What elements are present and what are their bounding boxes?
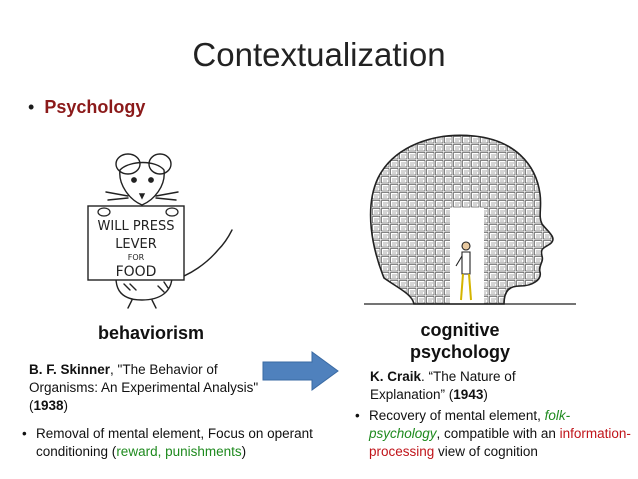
- sign-line-1: WILL PRESS: [98, 219, 175, 234]
- cognitive-bullet-text-2: , compatible with an: [436, 426, 560, 441]
- bullet-dot: •: [22, 426, 27, 441]
- craik-close: ): [483, 387, 488, 402]
- skinner-work: , "The Behavior of Organisms: An Experim…: [29, 362, 259, 413]
- cognitive-label-line-1: cognitive: [420, 320, 500, 340]
- behaviorism-bullet-end: ): [241, 444, 247, 459]
- slide-title: Contextualization: [192, 36, 446, 73]
- topic-label: Psychology: [44, 97, 146, 117]
- behaviorism-label: behaviorism: [97, 323, 205, 343]
- craik-year: 1943: [453, 387, 484, 402]
- cognitive-bullet-text-3: view of cognition: [434, 444, 538, 459]
- craik-author: K. Craik: [370, 369, 422, 384]
- cognitive-label-line-2: psychology: [409, 342, 511, 362]
- behaviorism-bullet: • Removal of mental element, Focus on ope…: [22, 425, 321, 461]
- cognitive-psychology-label: cognitive psychology: [385, 319, 535, 363]
- information-processing-highlight: information-processing: [369, 426, 631, 459]
- bullet-dot: •: [28, 97, 35, 117]
- craik-reference: K. Craik. “The Nature of Explanation” (1…: [370, 368, 580, 404]
- sign-line-4: FOOD: [116, 264, 157, 280]
- arrow-right-icon: [262, 351, 339, 391]
- bullet-dot: •: [355, 408, 360, 423]
- behaviorism-bullet-text: Removal of mental element, Focus on oper…: [36, 426, 313, 459]
- craik-work: . “The Nature of Explanation” (: [370, 369, 516, 402]
- cognitive-bullet-text-1: Recovery of mental element,: [369, 408, 545, 423]
- skinner-author: B. F. Skinner: [29, 362, 111, 377]
- behaviorism-highlight: reward, punishments: [116, 444, 242, 459]
- rat-illustration: WILL PRESS LEVER FOR FOOD: [87, 153, 233, 309]
- head-maze-illustration: [364, 134, 576, 305]
- topic-bullet: • Psychology: [28, 97, 145, 118]
- skinner-reference: B. F. Skinner, "The Behavior of Organism…: [29, 361, 259, 415]
- skinner-year: 1938: [33, 398, 64, 413]
- sign-line-2: LEVER: [115, 237, 157, 252]
- cognitive-bullet: • Recovery of mental element, folk-psycho…: [355, 407, 637, 461]
- sign-line-3: FOR: [128, 253, 145, 262]
- folk-psychology-highlight: folk-psychology: [369, 408, 571, 441]
- skinner-close: ): [63, 398, 69, 413]
